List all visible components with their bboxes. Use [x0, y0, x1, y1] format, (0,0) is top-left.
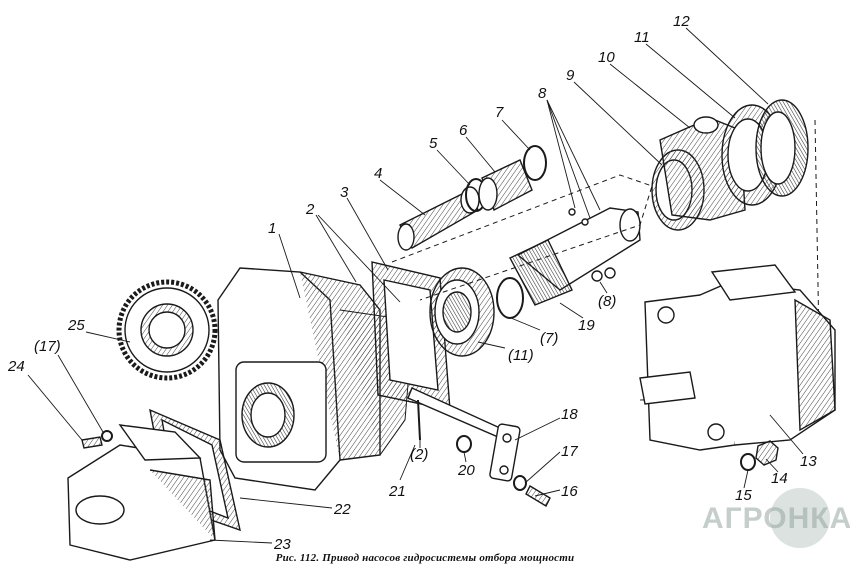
label-14: 14 [771, 470, 788, 487]
bolt-24 [81, 436, 103, 449]
label-3: 3 [340, 184, 349, 201]
label-22: 22 [333, 501, 351, 518]
ball-8a [591, 270, 603, 282]
label-20: 20 [457, 462, 475, 479]
label-10: 10 [598, 49, 615, 66]
label-11: 11 [634, 29, 650, 46]
label-17-paren: (17) [34, 338, 61, 355]
axis-line [639, 119, 821, 401]
lever-18 [407, 387, 521, 482]
label-15: 15 [735, 487, 752, 504]
cover-12 [755, 99, 809, 197]
label-19: 19 [578, 317, 595, 334]
label-13: 13 [800, 453, 817, 470]
washer-20 [456, 435, 472, 453]
label-9: 9 [566, 67, 575, 84]
gear-housing-1 [217, 267, 411, 491]
figure-caption: Рис. 112. Привод насосов гидросистемы от… [275, 552, 575, 564]
ball-8b [604, 267, 616, 279]
watermark-logo: АГРОНКА [702, 488, 850, 552]
label-5: 5 [429, 135, 438, 152]
part-labels: 1 2 3 4 5 6 7 8 9 10 11 12 13 14 15 16 1… [7, 13, 817, 553]
label-2: 2 [305, 201, 315, 218]
label-17: 17 [561, 443, 578, 460]
label-25: 25 [67, 317, 85, 334]
coupling-6 [478, 159, 533, 211]
label-16: 16 [561, 483, 578, 500]
label-2-paren: (2) [410, 446, 428, 463]
label-1: 1 [268, 220, 276, 237]
washer-17 [513, 475, 527, 491]
label-6: 6 [459, 122, 468, 139]
label-8-paren: (8) [598, 293, 616, 310]
bearing-11 [429, 267, 495, 357]
snap-ring-7-lower [496, 277, 524, 319]
watermark-text: АГРОНКА [702, 502, 850, 535]
label-4: 4 [374, 165, 382, 182]
gear-25 [116, 279, 218, 381]
shaft-4 [397, 186, 480, 251]
label-18: 18 [561, 406, 578, 423]
pin-2 [417, 399, 421, 441]
leader-lines [27, 27, 804, 544]
label-8: 8 [538, 85, 547, 102]
washer-15 [740, 453, 756, 471]
label-21: 21 [388, 483, 406, 500]
label-24: 24 [7, 358, 25, 375]
label-11-paren: (11) [508, 347, 534, 364]
gear-shaft-19 [509, 207, 641, 306]
snap-ring-7 [523, 145, 547, 181]
washer-17-left [101, 430, 113, 442]
label-23: 23 [273, 536, 291, 553]
pump-23 [67, 424, 216, 561]
assembly-outline [391, 174, 653, 301]
label-12: 12 [673, 13, 690, 30]
bolt-16 [525, 485, 551, 507]
nut-14 [755, 440, 779, 466]
pump-13 [639, 264, 836, 451]
label-7-paren: (7) [540, 330, 558, 347]
label-7: 7 [495, 104, 504, 121]
watermark-circle [770, 488, 830, 548]
